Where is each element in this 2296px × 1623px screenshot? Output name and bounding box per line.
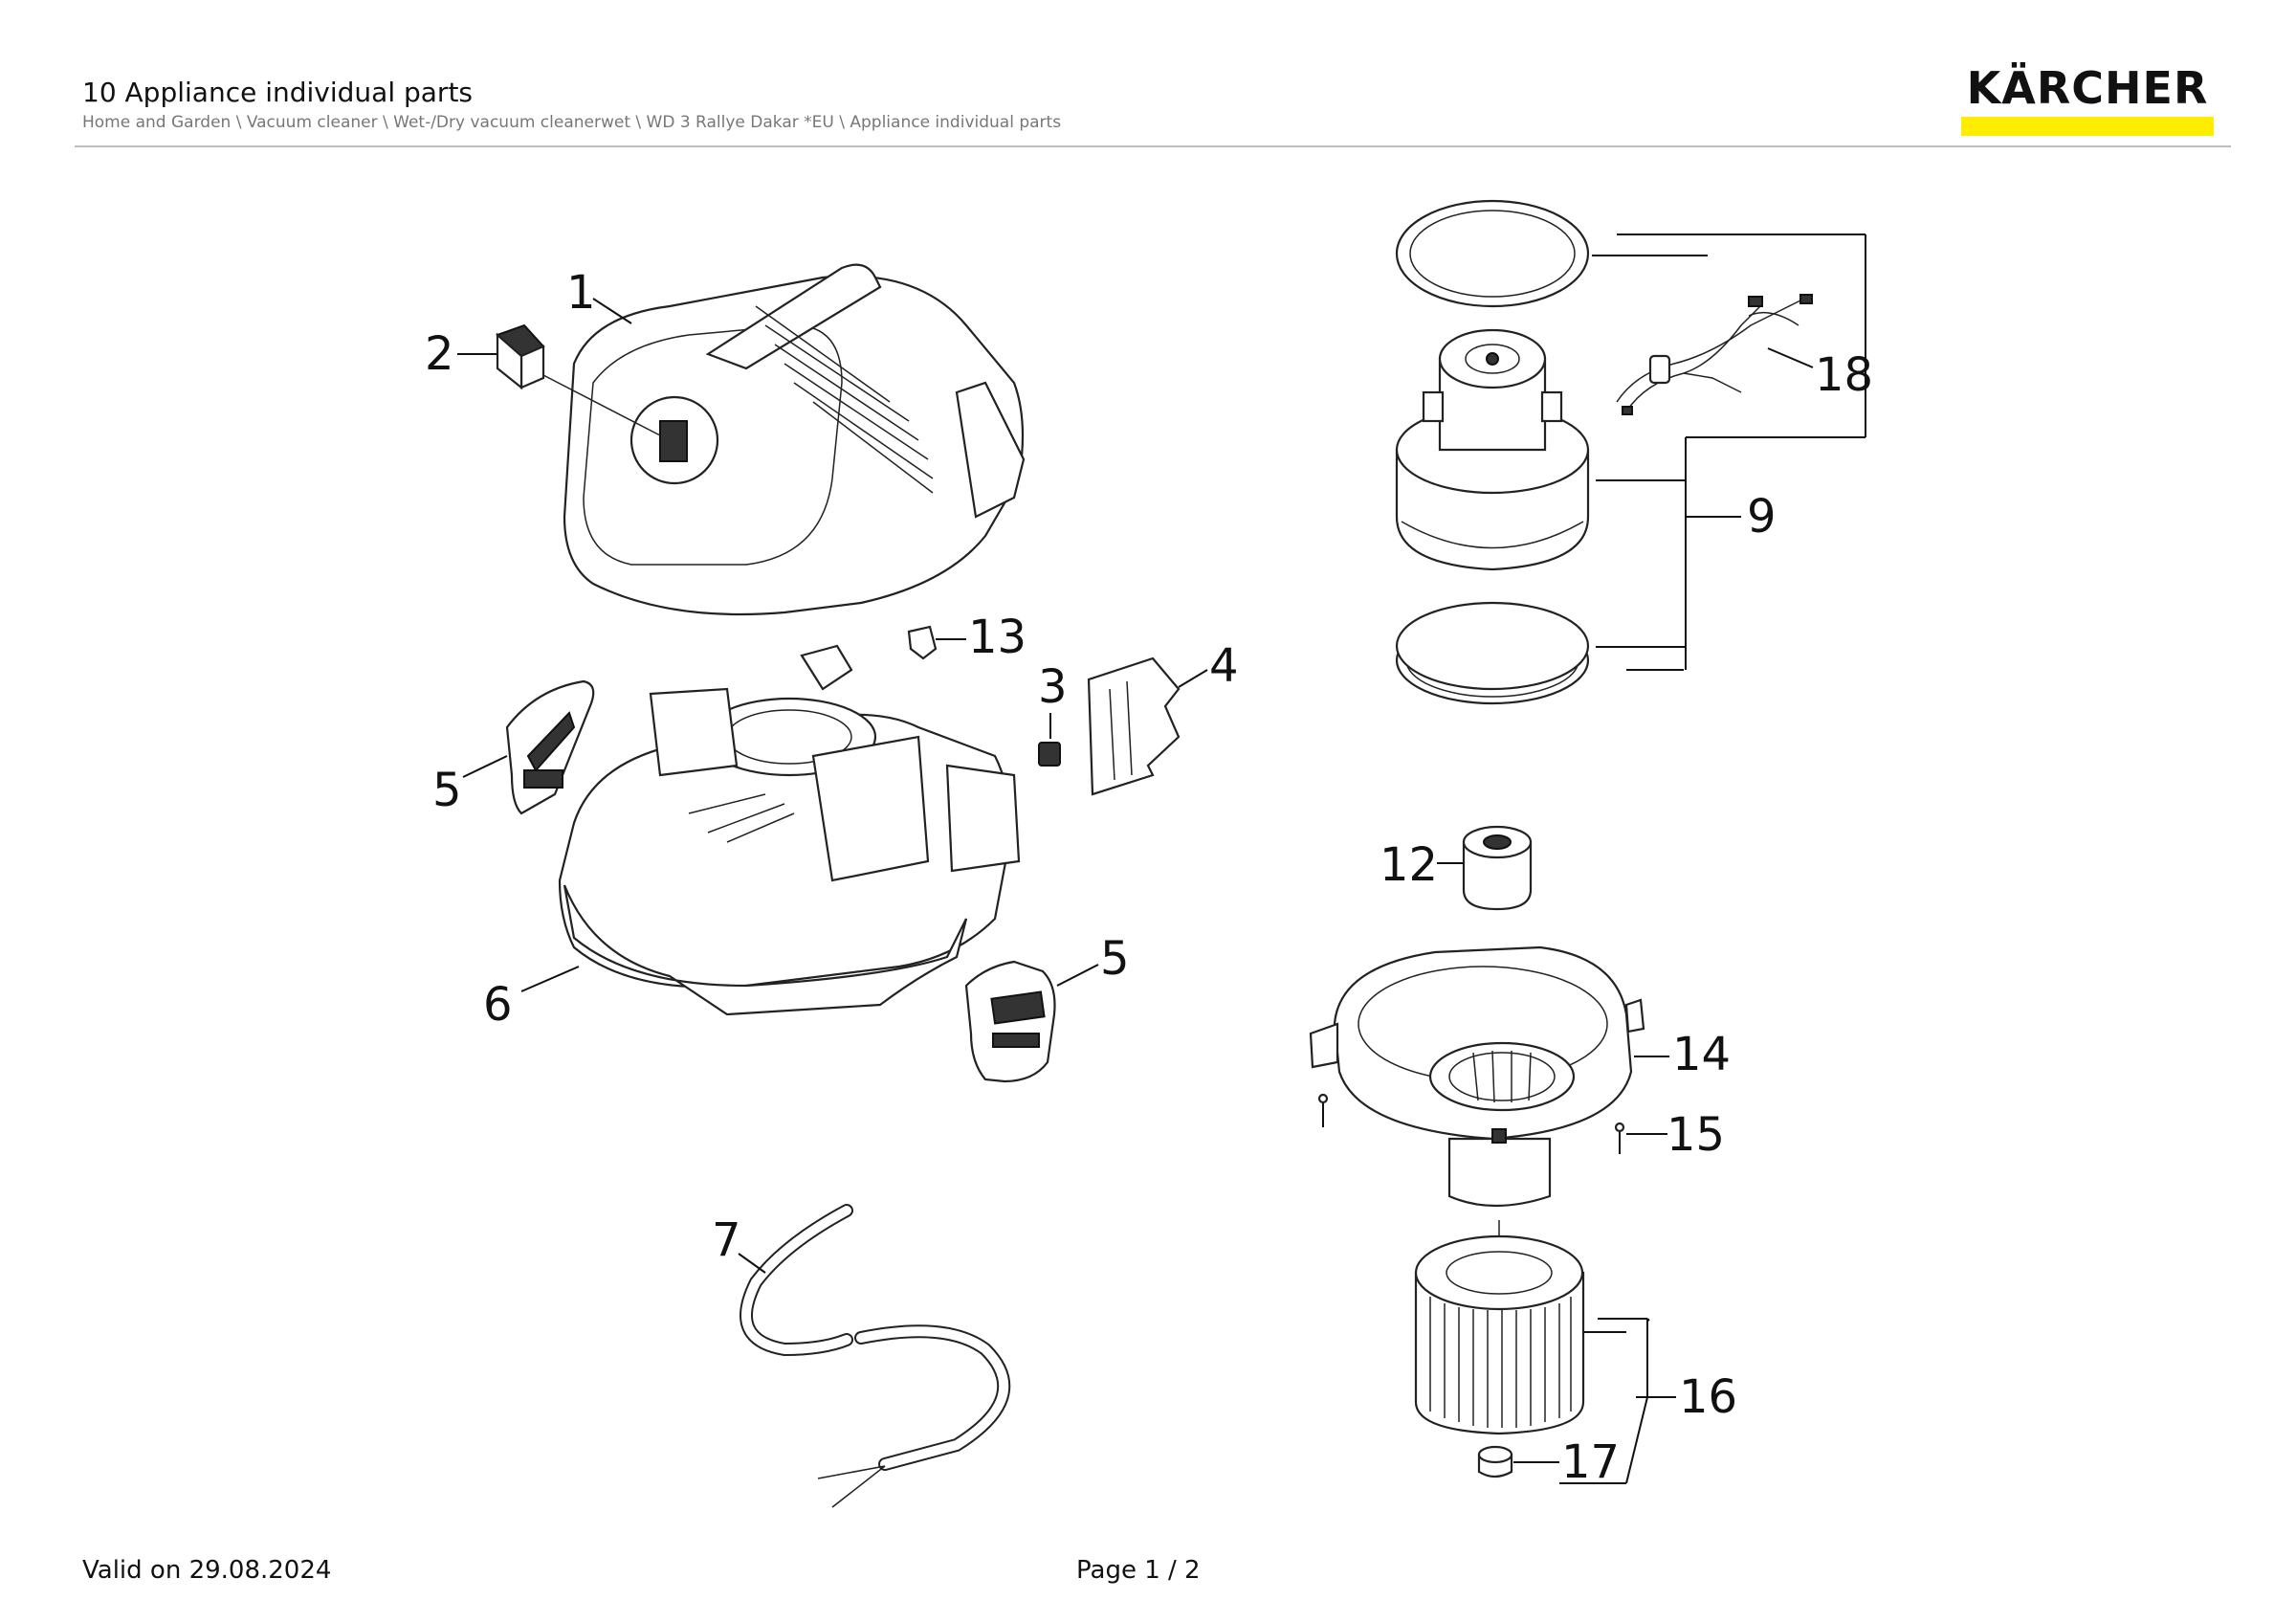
part-14-filter-housing[interactable] (1309, 945, 1645, 1208)
page-title: 10 Appliance individual parts (82, 77, 474, 108)
part-12-sleeve[interactable] (1462, 825, 1533, 911)
breadcrumb: Home and Garden \ Vacuum cleaner \ Wet-/… (82, 113, 1062, 132)
callout-5a: 5 (432, 764, 462, 817)
callout-4: 4 (1209, 639, 1239, 693)
part-3-spring[interactable] (1038, 742, 1061, 767)
callout-16-bracket (1559, 1318, 1676, 1484)
logo-text: KÄRCHER (1966, 62, 2209, 114)
callout-15: 15 (1667, 1108, 1725, 1162)
housing-fins (1472, 1050, 1532, 1103)
cover-vents (755, 305, 934, 494)
callout-18: 18 (1815, 348, 1873, 402)
part-4-bracket[interactable] (1087, 656, 1181, 796)
part-17-cap-nut[interactable] (1477, 1445, 1513, 1478)
karcher-logo: KÄRCHER (1961, 59, 2214, 136)
callout-12: 12 (1380, 838, 1438, 892)
part-18-wiring-harness[interactable] (1616, 294, 1813, 415)
callout-3: 3 (1038, 660, 1068, 714)
part-5-handle-grip-left[interactable] (505, 679, 595, 815)
callout-14: 14 (1672, 1028, 1731, 1081)
logo-yellow-bar (1961, 117, 2214, 136)
motor-brush-tabs (1422, 390, 1563, 423)
part-1-motor-cover[interactable] (563, 263, 1026, 616)
callout-6: 6 (483, 978, 513, 1032)
part-5-handle-grip-right[interactable] (964, 960, 1056, 1083)
header-divider (75, 145, 2231, 147)
callout-5b: 5 (1100, 932, 1130, 986)
callout-9: 9 (1747, 490, 1777, 544)
callout-17: 17 (1561, 1435, 1620, 1489)
part-16-cartridge-filter[interactable] (1414, 1220, 1585, 1435)
callout-13: 13 (968, 611, 1027, 664)
part-15-screw-left[interactable] (1317, 1093, 1329, 1127)
part-9-gasket-ring[interactable] (1395, 199, 1590, 308)
filter-pleats (1429, 1297, 1572, 1428)
part-13-clip[interactable] (907, 625, 938, 660)
callout-1: 1 (566, 266, 596, 320)
callout-2: 2 (425, 327, 454, 381)
part-9-motor[interactable] (1395, 328, 1590, 571)
page-number: Page 1 / 2 (1076, 1556, 1201, 1585)
part-6-main-housing[interactable] (558, 644, 1021, 1016)
part-15-screw-right[interactable] (1614, 1122, 1625, 1154)
validity-date: Valid on 29.08.2024 (82, 1556, 332, 1585)
part-2-switch[interactable] (496, 323, 545, 390)
part-9-motor-ring[interactable] (1395, 601, 1590, 705)
callout-9-bracket (1592, 233, 1866, 671)
part-7-cable[interactable] (740, 1204, 1011, 1508)
callout-7: 7 (712, 1213, 741, 1267)
callout-16: 16 (1679, 1370, 1737, 1424)
